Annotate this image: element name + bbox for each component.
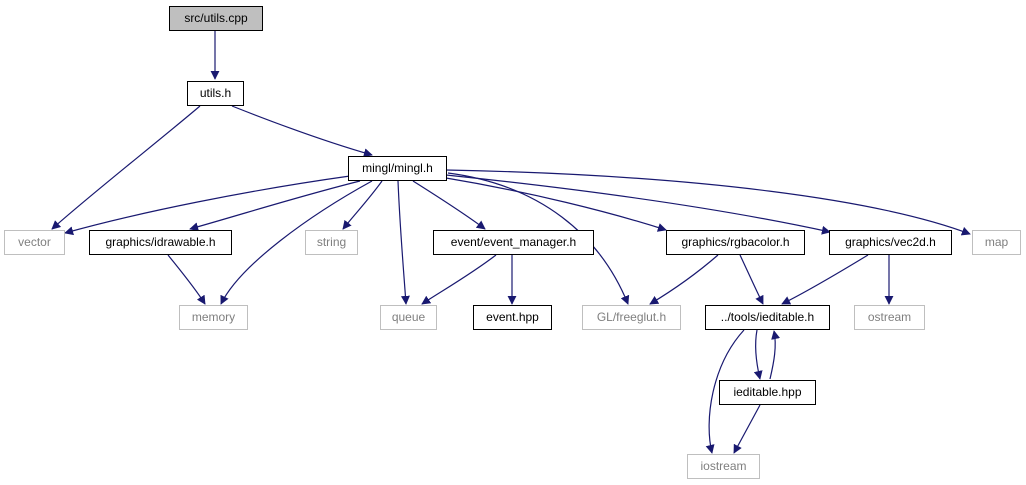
node-box	[854, 305, 925, 330]
node-label: graphics/idrawable.h	[105, 235, 215, 249]
edge-vec2d_h-to-ieditable_h	[781, 254, 869, 305]
node-string: string	[305, 230, 358, 255]
edge-rgbacolor_h-to-freeglut_h	[649, 254, 719, 305]
node-box	[305, 230, 358, 255]
node-event_manager_h[interactable]: event/event_manager.h	[433, 230, 594, 255]
node-box	[4, 230, 65, 255]
edge-event_manager_h-to-queue	[421, 254, 497, 305]
node-label: mingl/mingl.h	[362, 161, 433, 175]
node-box	[380, 305, 437, 330]
node-box	[829, 230, 952, 255]
edge-mingl_h-to-event_manager_h	[412, 180, 486, 230]
node-label: vector	[18, 235, 51, 249]
edge-idrawable_h-to-memory	[167, 254, 206, 305]
node-label: event.hpp	[486, 310, 539, 324]
node-box	[582, 305, 681, 330]
node-freeglut_h: GL/freeglut.h	[582, 305, 681, 330]
node-box	[348, 156, 447, 181]
edge-mingl_h-to-rgbacolor_h	[445, 177, 667, 232]
node-box	[705, 305, 830, 330]
node-ieditable_h[interactable]: ../tools/ieditable.h	[705, 305, 830, 330]
node-label: ieditable.hpp	[733, 385, 801, 399]
edge-mingl_h-to-idrawable_h	[189, 180, 361, 232]
node-label: memory	[192, 310, 235, 324]
edge-mingl_h-to-string	[342, 180, 383, 230]
node-box	[89, 230, 232, 255]
node-label: queue	[392, 310, 426, 324]
edge-mingl_h-to-memory	[220, 180, 373, 305]
edge-utils_h-to-vector	[51, 105, 201, 230]
node-map: map	[972, 230, 1021, 255]
edge-mingl_h-to-map	[445, 169, 971, 236]
node-box	[187, 81, 244, 106]
node-queue: queue	[380, 305, 437, 330]
node-box	[169, 6, 263, 31]
edge-mingl_h-to-vector	[64, 175, 351, 236]
edge-mingl_h-to-queue	[397, 180, 410, 305]
node-idrawable_h[interactable]: graphics/idrawable.h	[89, 230, 232, 255]
node-label: iostream	[700, 459, 746, 473]
node-ieditable_hpp[interactable]: ieditable.hpp	[719, 380, 816, 405]
node-box	[433, 230, 594, 255]
node-src_utils_cpp[interactable]: src/utils.cpp	[169, 6, 263, 31]
edge-ieditable_hpp-to-iostream	[733, 404, 761, 454]
node-box	[972, 230, 1021, 255]
node-mingl_h[interactable]: mingl/mingl.h	[348, 156, 447, 181]
node-label: ostream	[868, 310, 911, 324]
node-label: string	[317, 235, 346, 249]
node-label: src/utils.cpp	[184, 11, 248, 25]
node-utils_h[interactable]: utils.h	[187, 81, 244, 106]
node-label: GL/freeglut.h	[597, 310, 666, 324]
node-vector: vector	[4, 230, 65, 255]
edge-ieditable_hpp-to-ieditable_h	[769, 330, 780, 380]
node-label: graphics/rgbacolor.h	[681, 235, 789, 249]
node-memory: memory	[179, 305, 248, 330]
node-box	[179, 305, 248, 330]
nodes: src/utils.cpp utils.h mingl/mingl.h vector g…	[4, 6, 1021, 479]
node-label: map	[985, 235, 1009, 249]
node-label: graphics/vec2d.h	[845, 235, 936, 249]
node-box	[666, 230, 805, 255]
node-event_hpp[interactable]: event.hpp	[473, 305, 552, 330]
node-vec2d_h[interactable]: graphics/vec2d.h	[829, 230, 952, 255]
node-box	[719, 380, 816, 405]
node-iostream: iostream	[687, 454, 760, 479]
edge-utils_h-to-mingl_h	[231, 105, 373, 158]
edges	[51, 31, 971, 454]
node-box	[473, 305, 552, 330]
edge-ieditable_h-to-iostream	[705, 329, 745, 454]
node-rgbacolor_h[interactable]: graphics/rgbacolor.h	[666, 230, 805, 255]
edge-rgbacolor_h-to-ieditable_h	[739, 254, 764, 305]
node-label: utils.h	[200, 86, 231, 100]
node-label: ../tools/ieditable.h	[721, 310, 814, 324]
node-label: event/event_manager.h	[451, 235, 576, 249]
edge-ieditable_h-to-ieditable_hpp	[753, 329, 763, 380]
node-box	[687, 454, 760, 479]
edge-mingl_h-to-vec2d_h	[445, 174, 831, 235]
node-ostream: ostream	[854, 305, 925, 330]
